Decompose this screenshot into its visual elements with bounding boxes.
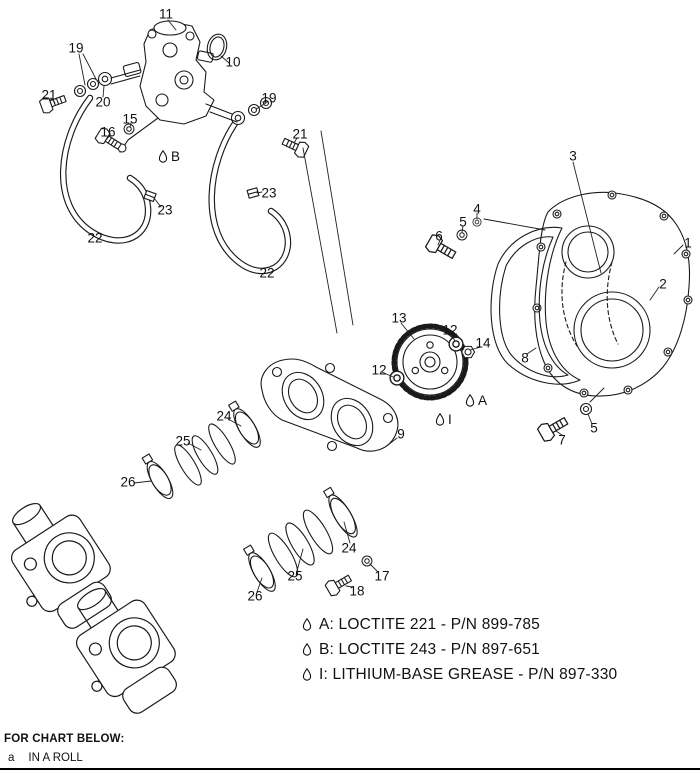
callout-22: 22 [87,230,103,246]
callout-7: 7 [558,432,566,448]
drop-icon [158,150,168,163]
cover-gasket [490,226,581,385]
callout-23: 23 [261,185,277,201]
callout-23: 23 [157,202,173,218]
note-text: A: LOCTITE 221 - P/N 899-785 [319,616,540,633]
callout-4: 4 [473,201,481,217]
callout-9: 9 [397,426,405,442]
drop-icon [302,643,312,656]
note-row: I: LITHIUM-BASE GREASE - P/N 897-330 [302,666,617,684]
note-row: B: LOCTITE 243 - P/N 897-651 [302,641,617,659]
callout-5: 5 [459,214,467,230]
intake-boots [141,400,358,592]
drop-icon [302,668,312,681]
clutch-cover [532,190,693,398]
banjo-hardware [38,69,311,160]
callout-26: 26 [120,474,136,490]
callout-24: 24 [341,540,357,556]
callout-14: 14 [475,335,491,351]
callout-26: 26 [247,588,263,604]
leader-lines [50,19,684,593]
callout-24: 24 [216,408,232,424]
callout-10: 10 [225,54,241,70]
callout-19: 19 [261,90,277,106]
note-text: B: LOCTITE 243 - P/N 897-651 [319,641,540,658]
drop-icon [435,413,445,426]
cover-hardware [423,217,605,444]
callout-1: 1 [684,235,692,251]
lubricant-notes: A: LOCTITE 221 - P/N 899-785 B: LOCTITE … [302,616,617,684]
drive-gear [391,323,469,401]
callout-8: 8 [521,350,529,366]
callout-20: 20 [95,94,111,110]
hose-clip [246,187,260,199]
drop-letter: B [171,149,181,165]
drop-label-I: I [435,413,452,427]
callout-25: 25 [175,433,191,449]
gear-nut [460,345,476,359]
callout-3: 3 [569,148,577,164]
footer-row-value: IN A ROLL [28,752,83,764]
callout-25: 25 [287,568,303,584]
callout-5: 5 [590,420,598,436]
callout-19: 19 [68,40,84,56]
callout-6: 6 [435,228,443,244]
drop-letter: A [478,393,488,409]
oil-hoses [59,94,292,275]
drop-icon [465,394,475,407]
drop-icon [302,618,312,631]
callout-12: 12 [442,322,458,338]
bottom-rule [0,768,700,770]
footer-heading: FOR CHART BELOW: [4,733,125,745]
note-row: A: LOCTITE 221 - P/N 899-785 [302,616,617,634]
callout-15: 15 [122,111,138,127]
callout-11: 11 [158,6,174,22]
note-text: I: LITHIUM-BASE GREASE - P/N 897-330 [319,666,618,683]
callout-12: 12 [371,362,387,378]
callout-13: 13 [391,310,407,326]
callout-21: 21 [292,126,308,142]
callout-2: 2 [659,276,667,292]
callout-21: 21 [41,87,57,103]
drop-label-B: B [158,150,180,164]
footer-row-key: a [8,752,15,764]
intake-manifold [260,358,399,452]
drop-letter: I [448,412,452,428]
callout-16: 16 [100,124,116,140]
callout-22: 22 [259,265,275,281]
footer-row: a IN A ROLL [8,752,83,764]
hose-clip [143,189,157,203]
callout-18: 18 [349,583,365,599]
drop-label-A: A [465,394,487,408]
callout-17: 17 [374,568,390,584]
o-ring [206,33,228,61]
